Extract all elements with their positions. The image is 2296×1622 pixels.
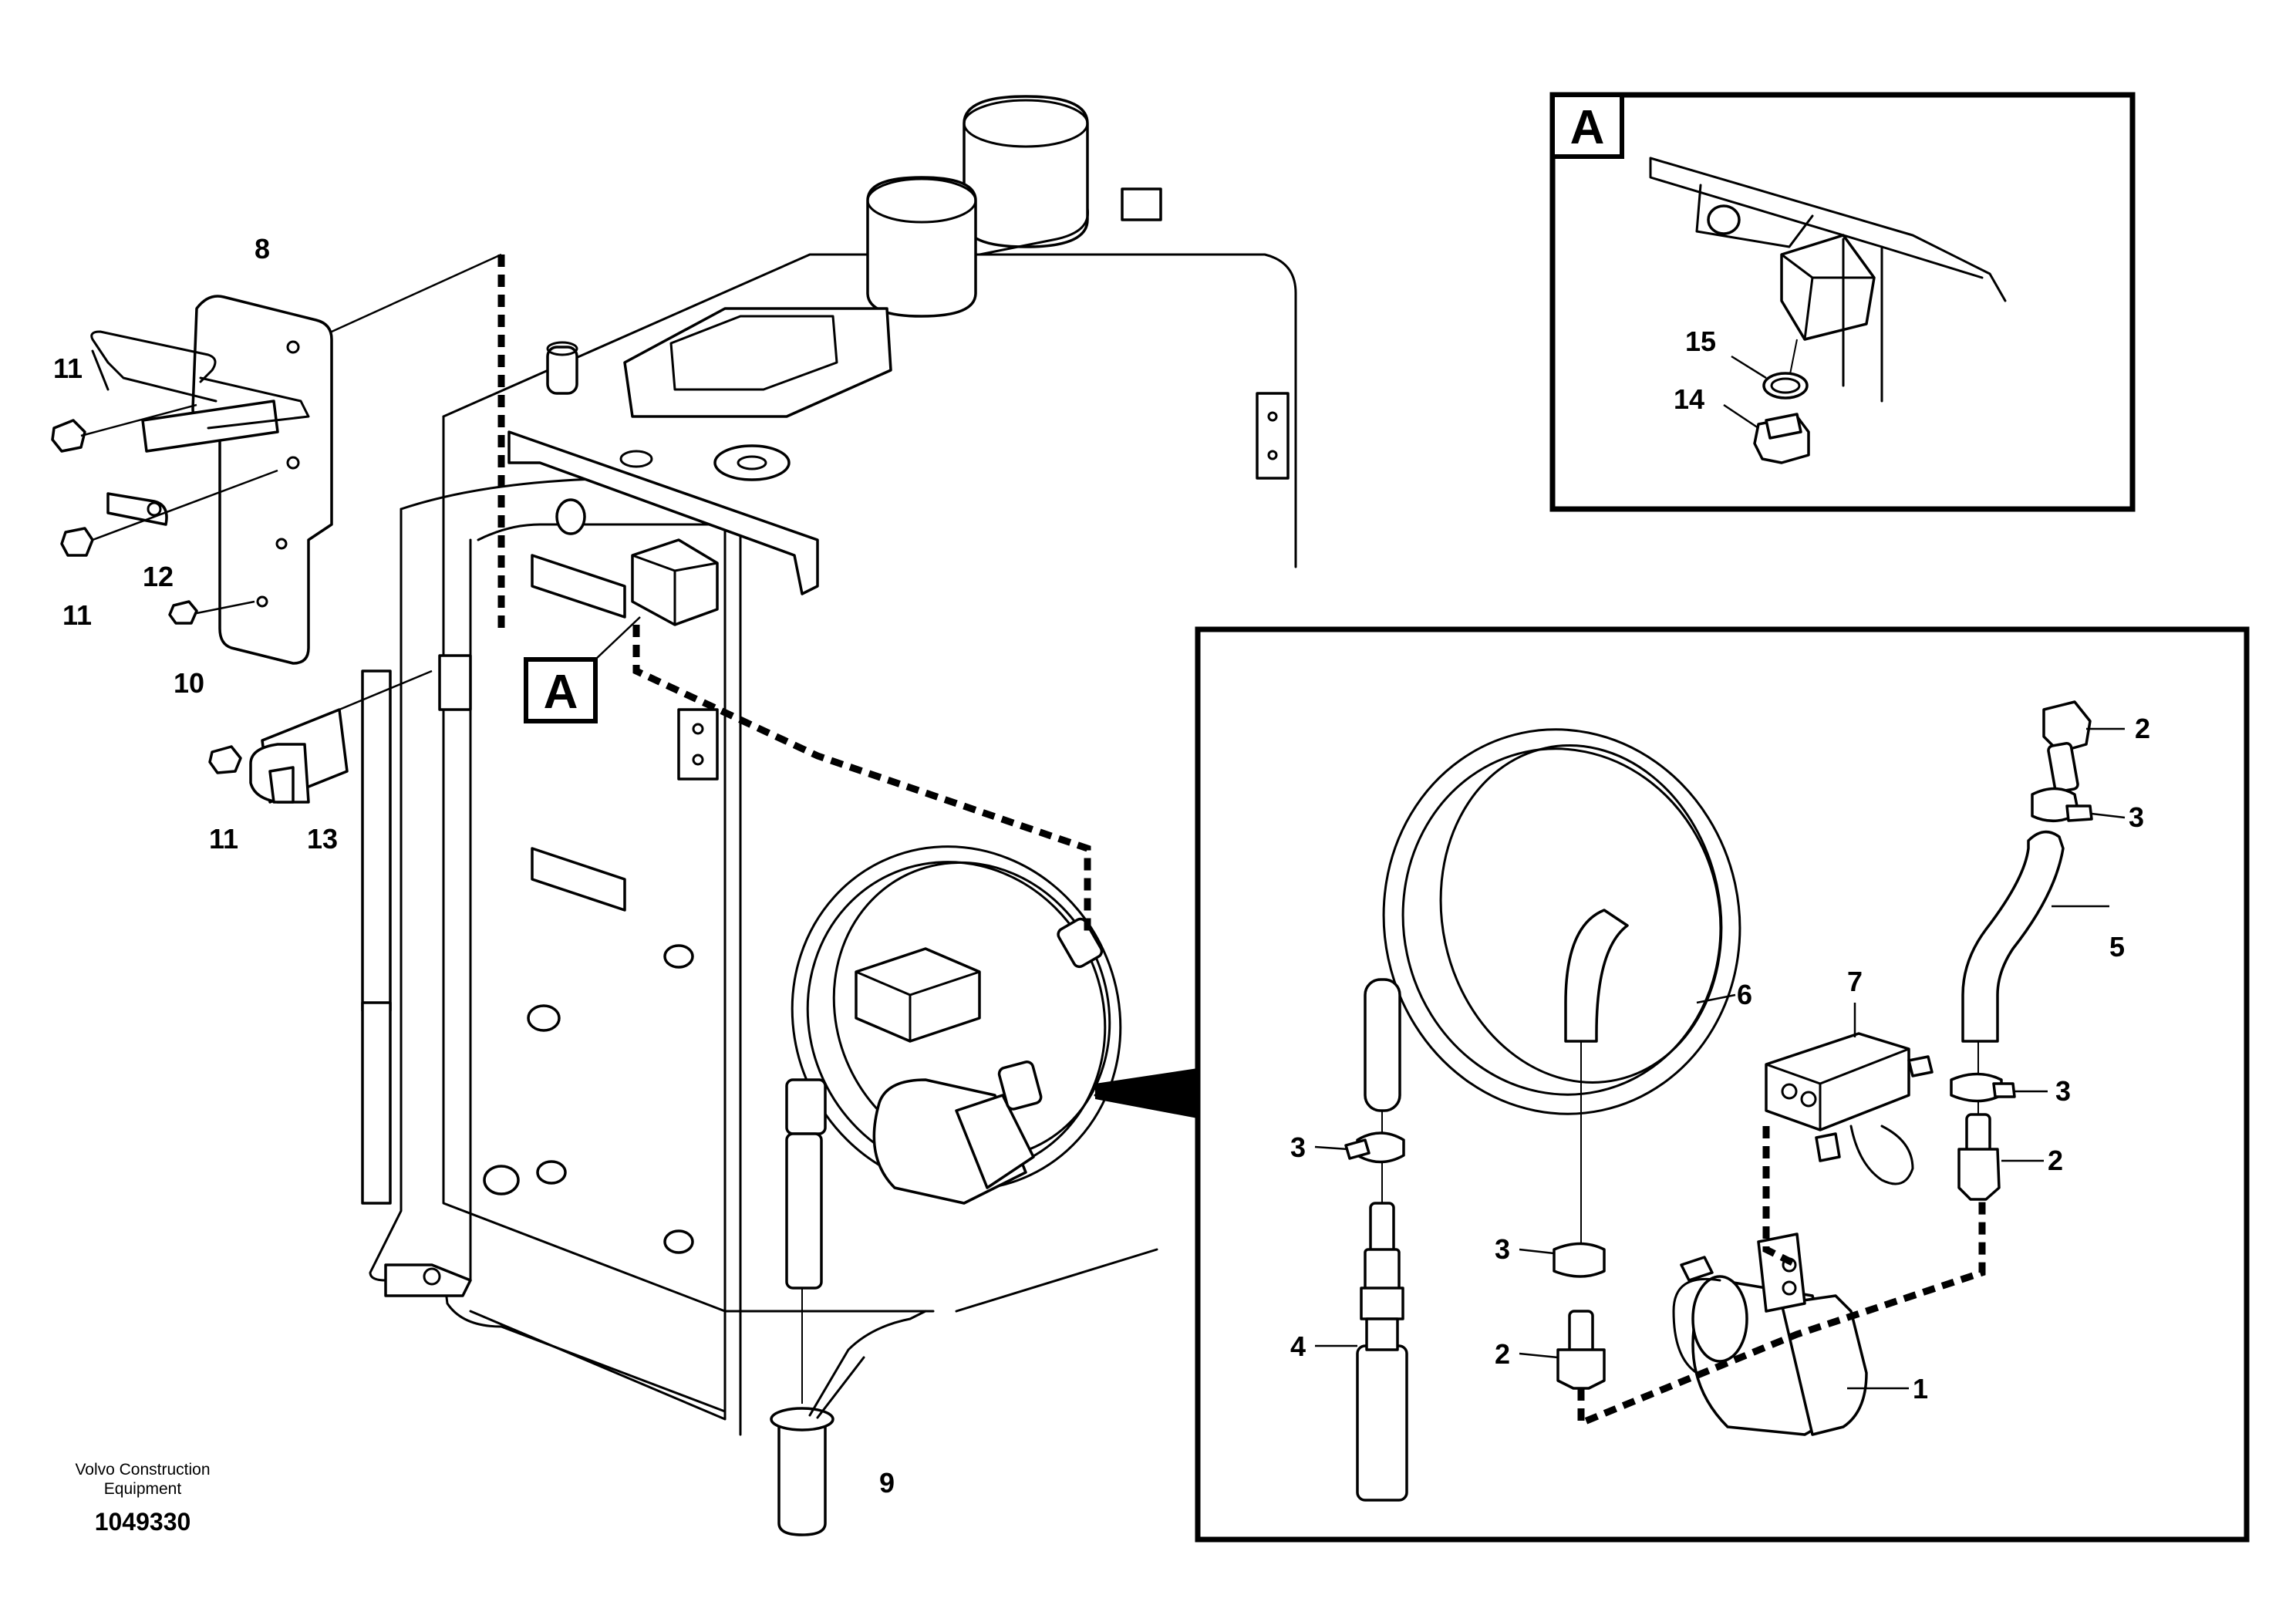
detail-callout-a: A <box>524 616 641 723</box>
publisher-line-1: Volvo Construction <box>75 1461 210 1479</box>
hydraulic-tank-assembly <box>361 95 1297 1436</box>
label-6: 6 <box>1737 979 1752 1010</box>
label-8: 8 <box>255 233 270 265</box>
label-15: 15 <box>1685 325 1716 357</box>
label-3-mid: 3 <box>1495 1233 1510 1265</box>
label-1: 1 <box>1913 1373 1928 1404</box>
label-10: 10 <box>174 667 204 699</box>
label-3-right: 3 <box>2055 1075 2071 1107</box>
label-4: 4 <box>1290 1330 1306 1362</box>
label-11-top: 11 <box>53 352 83 384</box>
label-2-right: 2 <box>2048 1145 2063 1176</box>
label-3-top: 3 <box>2129 801 2144 833</box>
label-14: 14 <box>1674 383 1704 415</box>
dashed-leader-a <box>632 625 1091 933</box>
detail-hose-box <box>1094 626 2250 1543</box>
hose-coil-main <box>785 845 1122 1290</box>
bracket-assembly-8 <box>51 253 502 665</box>
label-5: 5 <box>2109 931 2125 963</box>
label-9: 9 <box>879 1467 895 1499</box>
dipstick-9 <box>770 1288 927 1536</box>
label-11-bottom: 11 <box>209 823 238 855</box>
detail-box-a-label: A <box>1570 101 1605 154</box>
label-12: 12 <box>143 561 174 592</box>
label-2-mid: 2 <box>1495 1338 1510 1370</box>
label-11-mid: 11 <box>62 599 92 631</box>
label-13: 13 <box>307 823 338 855</box>
clip-13 <box>208 669 433 804</box>
detail-a-box: A <box>1549 92 2136 512</box>
part-number-labels: 8 11 12 11 10 11 13 9 15 14 2 3 5 6 7 3 … <box>53 233 2150 1499</box>
document-number: 1049330 <box>95 1508 191 1536</box>
callout-a-label: A <box>544 666 578 719</box>
publisher-line-2: Equipment <box>104 1480 182 1498</box>
label-3-left: 3 <box>1290 1131 1306 1163</box>
label-7: 7 <box>1847 966 1863 997</box>
publisher-credit: Volvo Construction Equipment 1049330 <box>75 1461 210 1536</box>
label-2-top: 2 <box>2135 713 2150 744</box>
